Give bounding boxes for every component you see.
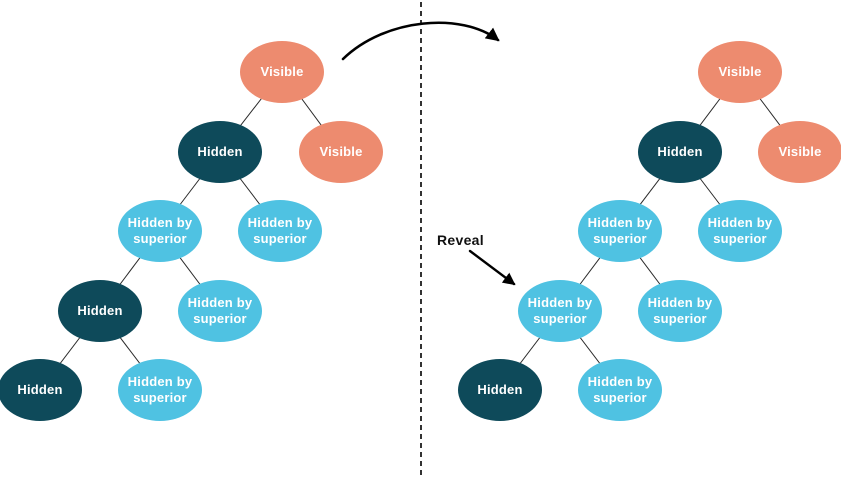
node-label: Hidden by superior (587, 215, 653, 246)
node-label: Hidden by superior (187, 295, 253, 326)
tree-node-after-m6: Hidden by superior (518, 280, 602, 342)
node-label: Hidden by superior (247, 215, 313, 246)
tree-node-before-n4: Hidden by superior (118, 200, 202, 262)
node-label: Hidden (197, 144, 243, 160)
tree-node-before-n7: Hidden by superior (178, 280, 262, 342)
tree-node-before-n6: Hidden (58, 280, 142, 342)
node-label: Visible (718, 64, 762, 80)
tree-node-before-n9: Hidden by superior (118, 359, 202, 421)
node-label: Visible (260, 64, 304, 80)
reveal-arrow (468, 249, 516, 286)
node-label: Hidden by superior (127, 215, 193, 246)
node-label: Hidden (657, 144, 703, 160)
node-label: Visible (778, 144, 822, 160)
transform-arrow (341, 21, 500, 61)
node-label: Visible (319, 144, 363, 160)
node-label: Hidden by superior (587, 374, 653, 405)
tree-node-before-n8: Hidden (0, 359, 82, 421)
tree-node-after-m2: Hidden (638, 121, 722, 183)
tree-node-before-n1: Visible (240, 41, 324, 103)
node-label: Hidden (17, 382, 63, 398)
tree-node-after-m4: Hidden by superior (578, 200, 662, 262)
tree-node-before-n2: Hidden (178, 121, 262, 183)
node-label: Hidden by superior (527, 295, 593, 326)
tree-node-after-m3: Visible (758, 121, 841, 183)
node-label: Hidden (477, 382, 523, 398)
tree-node-after-m8: Hidden (458, 359, 542, 421)
tree-node-after-m1: Visible (698, 41, 782, 103)
node-label: Hidden (77, 303, 123, 319)
reveal-label: Reveal (437, 232, 484, 248)
tree-node-after-m5: Hidden by superior (698, 200, 782, 262)
tree-node-before-n3: Visible (299, 121, 383, 183)
tree-node-after-m9: Hidden by superior (578, 359, 662, 421)
node-label: Hidden by superior (707, 215, 773, 246)
tree-node-after-m7: Hidden by superior (638, 280, 722, 342)
tree-node-before-n5: Hidden by superior (238, 200, 322, 262)
node-label: Hidden by superior (647, 295, 713, 326)
node-label: Hidden by superior (127, 374, 193, 405)
